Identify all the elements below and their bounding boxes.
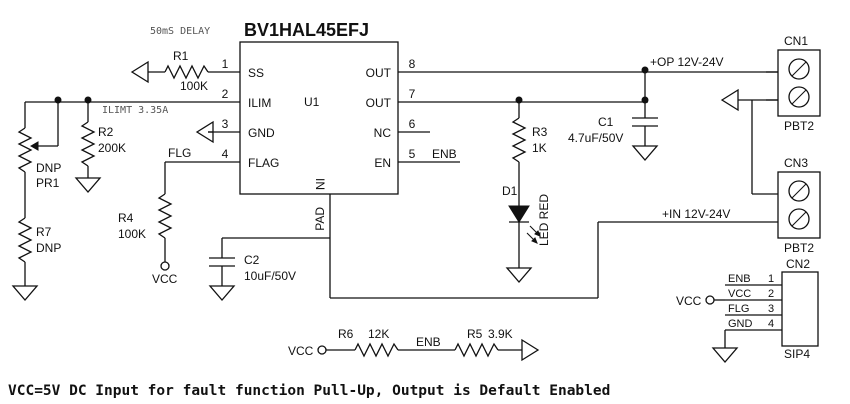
pin-ss-label: SS (248, 66, 264, 80)
pin-ilim-label: ILIM (248, 96, 271, 110)
r7-value: DNP (36, 241, 61, 255)
vcc-r6-label: VCC (288, 344, 314, 358)
footer-note: VCC=5V DC Input for fault function Pull-… (8, 383, 610, 399)
resistor-r7: R7 DNP (11, 217, 61, 301)
connector-ground-link (720, 88, 778, 195)
resistor-r4: FLG R4 100K VCC (118, 146, 208, 286)
cn2-ref: CN2 (786, 257, 810, 271)
cn1-terminal-screw-icon (788, 86, 810, 108)
c2-value: 10uF/50V (244, 269, 296, 283)
enb-divider-label: ENB (416, 335, 441, 349)
pin-7-number: 7 (409, 87, 416, 101)
r3-value: 1K (532, 141, 547, 155)
ilimit-note: ILIMT 3.35A (102, 105, 168, 116)
pin-flag-label: FLAG (248, 156, 279, 170)
cn3-terminal-screw-icon (788, 180, 810, 202)
ic-ref: U1 (304, 95, 320, 109)
delay-note: 50mS DELAY (150, 26, 210, 37)
resistor-r2: R2 200K (74, 100, 126, 193)
r6-ref: R6 (338, 327, 354, 341)
r4-value: 100K (118, 227, 146, 241)
r5-value: 3.9K (488, 327, 513, 341)
c2-ref: C2 (244, 253, 260, 267)
cn2-pin-2-label: VCC (728, 288, 751, 300)
d1-value: LED RED (537, 194, 551, 246)
potentiometer-pr1: DNP PR1 (17, 100, 61, 218)
cn1-part: PBT2 (784, 119, 814, 133)
pin-out7-label: OUT (366, 96, 392, 110)
cn2-part: SIP4 (784, 347, 810, 361)
cn2-pin-4-label: GND (728, 318, 753, 330)
pin-6-number: 6 (409, 117, 416, 131)
pin-3-number: 3 (222, 117, 229, 131)
capacitor-c2: C2 10uF/50V (208, 237, 330, 301)
c1-ref: C1 (598, 115, 614, 129)
r7-ref: R7 (36, 225, 52, 239)
pr1-value: DNP (36, 161, 61, 175)
connector-cn1: CN1 PBT2 (766, 34, 821, 133)
pin-2-number: 2 (222, 87, 229, 101)
r1-value: 100K (180, 79, 208, 93)
r3-ref: R3 (532, 125, 548, 139)
input-net: +IN 12V-24V (330, 207, 778, 299)
input-net-label: +IN 12V-24V (662, 207, 730, 221)
led-d1: D1 LED RED (502, 184, 551, 283)
cn2-pin-1-number: 1 (768, 273, 774, 285)
pin-5-number: 5 (409, 147, 416, 161)
pin-nc-label: NC (374, 126, 392, 140)
r5-ref: R5 (467, 327, 483, 341)
enable-divider: VCC R6 12K ENB R5 3.9K (288, 327, 540, 362)
r2-ref: R2 (98, 125, 114, 139)
output-net: +OP 12V-24V (430, 55, 778, 118)
resistor-r1: R1 100K (130, 49, 209, 93)
vcc-r4-label: VCC (152, 272, 178, 286)
ic-u1: BV1HAL45EFJ 50mS DELAY U1 1 2 3 4 SS ILI… (150, 20, 430, 298)
cn3-terminal-screw-icon (788, 208, 810, 230)
vcc-cn2-label: VCC (676, 294, 702, 308)
connector-cn2: CN2 SIP4 ENB VCC FLG GND 1 2 3 4 VCC (676, 257, 819, 363)
cn2-pin-3-label: FLG (728, 303, 749, 315)
ic-part-number: BV1HAL45EFJ (244, 20, 369, 40)
pin-out8-label: OUT (366, 66, 392, 80)
cn2-pin-2-number: 2 (768, 288, 774, 300)
flg-net-label: FLG (168, 146, 191, 160)
capacitor-c1: C1 4.7uF/50V (568, 115, 659, 161)
r2-value: 200K (98, 141, 126, 155)
cn2-pin-3-number: 3 (768, 303, 774, 315)
r6-value: 12K (368, 327, 389, 341)
d1-ref: D1 (502, 184, 518, 198)
cn3-ref: CN3 (784, 156, 808, 170)
r4-ref: R4 (118, 211, 134, 225)
pin-en-label: EN (374, 156, 391, 170)
enb-net-label: ENB (432, 147, 457, 161)
output-net-label: +OP 12V-24V (650, 55, 724, 69)
pin-in-label: IN (313, 178, 327, 190)
cn3-part: PBT2 (784, 241, 814, 255)
resistor-r3: R3 1K (511, 100, 548, 206)
c1-value: 4.7uF/50V (568, 131, 623, 145)
pin-4-number: 4 (222, 147, 229, 161)
pin-8-number: 8 (409, 57, 416, 71)
ic-ground-symbol (195, 120, 214, 144)
cn2-pin-1-label: ENB (728, 273, 751, 285)
pin-pad-label: PAD (313, 207, 327, 231)
cn2-pin-4-number: 4 (768, 318, 774, 330)
pin-1-number: 1 (222, 57, 229, 71)
r1-ref: R1 (173, 49, 189, 63)
ilim-net: ILIMT 3.35A (25, 96, 208, 116)
cn1-ref: CN1 (784, 34, 808, 48)
cn1-terminal-screw-icon (788, 58, 810, 80)
pr1-ref: PR1 (36, 176, 60, 190)
pin-gnd-label: GND (248, 126, 275, 140)
connector-cn3: CN3 PBT2 (777, 156, 821, 255)
